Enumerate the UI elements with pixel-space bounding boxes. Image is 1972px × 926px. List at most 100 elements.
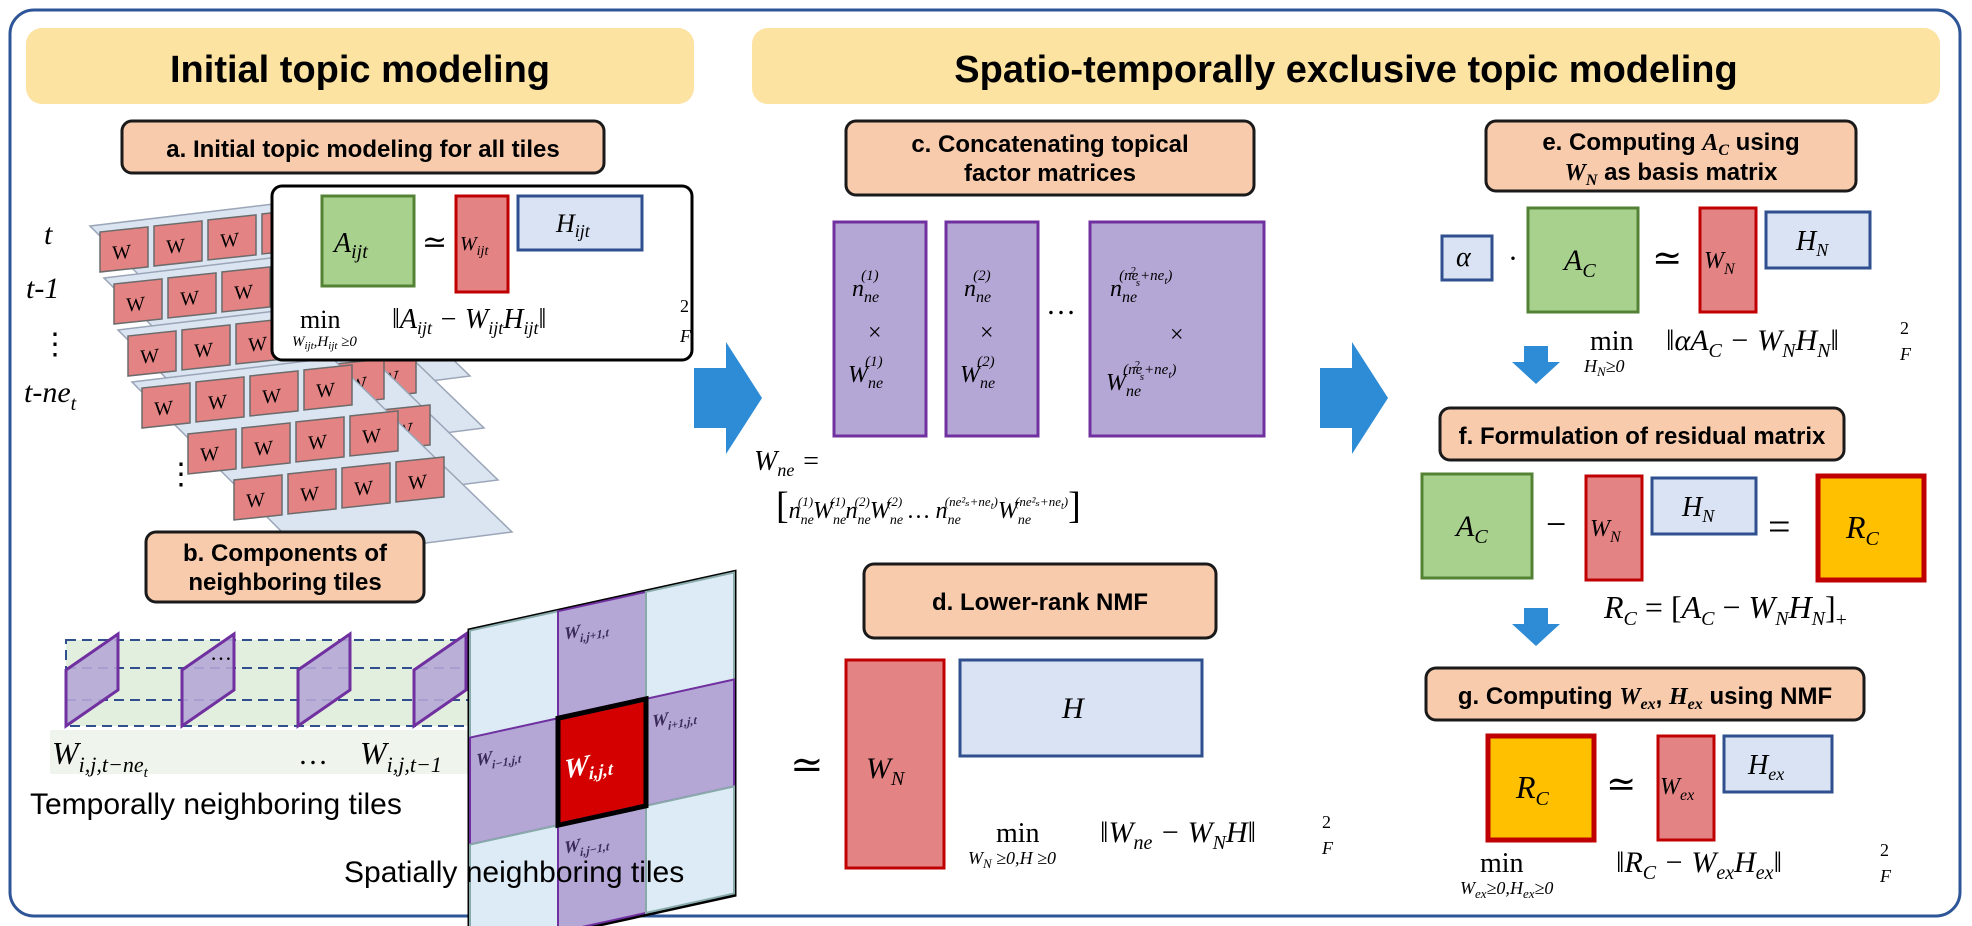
temporal-tile-plane	[180, 631, 236, 729]
wne-definition-lhs: Wne =	[754, 446, 820, 480]
section-header-initial	[26, 28, 694, 104]
tile-W: W	[349, 410, 399, 457]
svg-text:Wi−1,j,t: Wi−1,j,t	[476, 740, 522, 775]
matrix-A-C-e	[1526, 206, 1640, 314]
layer-vdots: ⋮	[166, 458, 196, 491]
matrix-A-ijt	[320, 194, 416, 288]
matrix-H-N-f-label: HN	[1681, 492, 1715, 526]
time-label-vdots: ⋮	[40, 328, 70, 361]
step-e-label-line2: WN as basis matrix	[1564, 159, 1778, 189]
svg-text:W: W	[234, 281, 253, 305]
tile-W: W	[241, 422, 291, 469]
svg-text:W: W	[246, 489, 265, 513]
spatial-cell-empty	[645, 785, 735, 915]
matrix-R-C-g-label: RC	[1515, 769, 1550, 810]
temporal-label-band	[50, 730, 470, 774]
svg-text:HN≥0: HN≥0	[1583, 356, 1625, 379]
matrix-W-N-f	[1584, 474, 1644, 582]
spatial-cell-empty	[469, 610, 559, 739]
matrix-W-N-d-label: WN	[866, 752, 906, 790]
tile-W: W	[207, 214, 257, 261]
temporal-tile-plane	[412, 631, 468, 729]
step-f-label: f. Formulation of residual matrix	[1459, 423, 1826, 450]
svg-text:W: W	[354, 477, 373, 501]
matrix-ne-2-W: Wne(2)	[960, 354, 995, 392]
matrix-R-C-f-label: RC	[1845, 509, 1880, 550]
temporal-first-label: Wi,j,t−net	[52, 735, 149, 781]
matrix-dots: …	[1046, 288, 1076, 321]
step-b-box	[144, 530, 426, 604]
section-title-initial: Initial topic modeling	[170, 49, 550, 91]
svg-text:W: W	[112, 241, 131, 265]
svg-text:WN ≥0,H ≥0: WN ≥0,H ≥0	[968, 848, 1056, 871]
equals-f: =	[1768, 504, 1791, 549]
svg-text:Wijt,Hijt ≥0: Wijt,Hijt ≥0	[292, 334, 357, 352]
tile-W: W	[127, 330, 177, 377]
matrix-H-N-e-label: HN	[1795, 226, 1829, 260]
step-b-label-line2: neighboring tiles	[188, 569, 381, 596]
tile-W: W	[113, 278, 163, 325]
step-b-label-line1: b. Components of	[183, 540, 388, 567]
matrix-W-ex	[1656, 734, 1716, 842]
scalar-alpha	[1440, 234, 1494, 282]
matrix-W-N-d	[844, 658, 946, 870]
tile-W: W	[141, 382, 191, 429]
matrix-ne-1-W: Wne(1)	[848, 354, 883, 392]
objective-d: min WN ≥0,H ≥0 ‖Wne − WNH‖ 2 F	[968, 812, 1334, 871]
matrix-ne-last-n: nne(ne2s+net)	[1110, 265, 1172, 306]
time-label-t-minus-ne: t-net	[24, 376, 77, 415]
svg-text:W: W	[300, 483, 319, 507]
section-header-exclusive	[752, 28, 1940, 104]
svg-text:min: min	[1480, 848, 1524, 879]
matrix-W-N-e-label: WN	[1704, 248, 1736, 278]
step-c-label-line2: factor matrices	[964, 160, 1136, 187]
svg-text:W: W	[126, 293, 145, 317]
svg-text:W: W	[180, 287, 199, 311]
matrix-W-N-e	[1698, 206, 1758, 314]
step-e-box	[1484, 119, 1858, 193]
spatial-center-frame	[555, 695, 649, 829]
matrix-A-C-f	[1420, 472, 1534, 580]
svg-text:W: W	[166, 235, 185, 259]
step-a-box	[120, 119, 606, 175]
svg-text:F: F	[1899, 344, 1912, 364]
tile-W: W	[341, 462, 391, 509]
svg-text:Wex≥0,Hex≥0: Wex≥0,Hex≥0	[1460, 878, 1553, 901]
svg-text:W: W	[248, 333, 267, 357]
svg-text:W: W	[262, 385, 281, 409]
matrix-A-ijt-label: Aijt	[332, 228, 368, 263]
temporal-tile-plane	[64, 631, 120, 729]
objective-g: min Wex≥0,Hex≥0 ‖RC − WexHex‖ 2 F	[1460, 840, 1892, 901]
spatial-cell-neighbor: Wi+1,j,t	[645, 678, 735, 808]
tile-W: W	[287, 468, 337, 515]
temporal-last-label: Wi,j,t−1	[360, 735, 442, 777]
matrix-H-ex	[1722, 734, 1834, 794]
matrix-W-N-f-label: WN	[1590, 516, 1622, 546]
svg-text:‖RC − WexHex‖: ‖RC − WexHex‖	[1616, 846, 1782, 884]
tile-W: W	[99, 226, 149, 273]
matrix-H-ijt	[516, 194, 644, 252]
tile-W: W	[303, 364, 353, 411]
svg-text:‖Aijt − WijtHijt‖: ‖Aijt − WijtHijt‖	[392, 304, 546, 338]
svg-text:W: W	[208, 391, 227, 415]
spatial-caption: Spatially neighboring tiles	[344, 856, 684, 889]
matrix-H-N-f	[1650, 476, 1758, 536]
matrix-ne-2-n: nne(2)	[964, 268, 991, 306]
svg-text:W: W	[154, 397, 173, 421]
svg-text:W: W	[308, 431, 327, 455]
wne-definition-rhs: [nne(1)Wne(1)nne(2)Wne(2) … nne(ne²ₛ+net…	[776, 485, 1081, 528]
residual-definition: RC = [AC − WNHN]+	[1603, 589, 1847, 631]
svg-text:W: W	[220, 229, 239, 253]
matrix-H-ijt-label: Hijt	[555, 209, 591, 241]
svg-text:min: min	[996, 818, 1040, 849]
objective-a: min Wijt,Hijt ≥0 ‖Aijt − WijtHijt‖ 2 F	[292, 296, 692, 352]
spatial-cell-neighbor: Wi−1,j,t	[469, 717, 559, 846]
matrix-H-d-label: H	[1061, 692, 1086, 725]
matrix-A-C-e-label: AC	[1562, 244, 1596, 282]
tile-W: W	[187, 428, 237, 475]
tile-W: W	[249, 370, 299, 417]
step-d-label: d. Lower-rank NMF	[932, 589, 1148, 616]
matrix-R-C-f	[1815, 473, 1927, 583]
